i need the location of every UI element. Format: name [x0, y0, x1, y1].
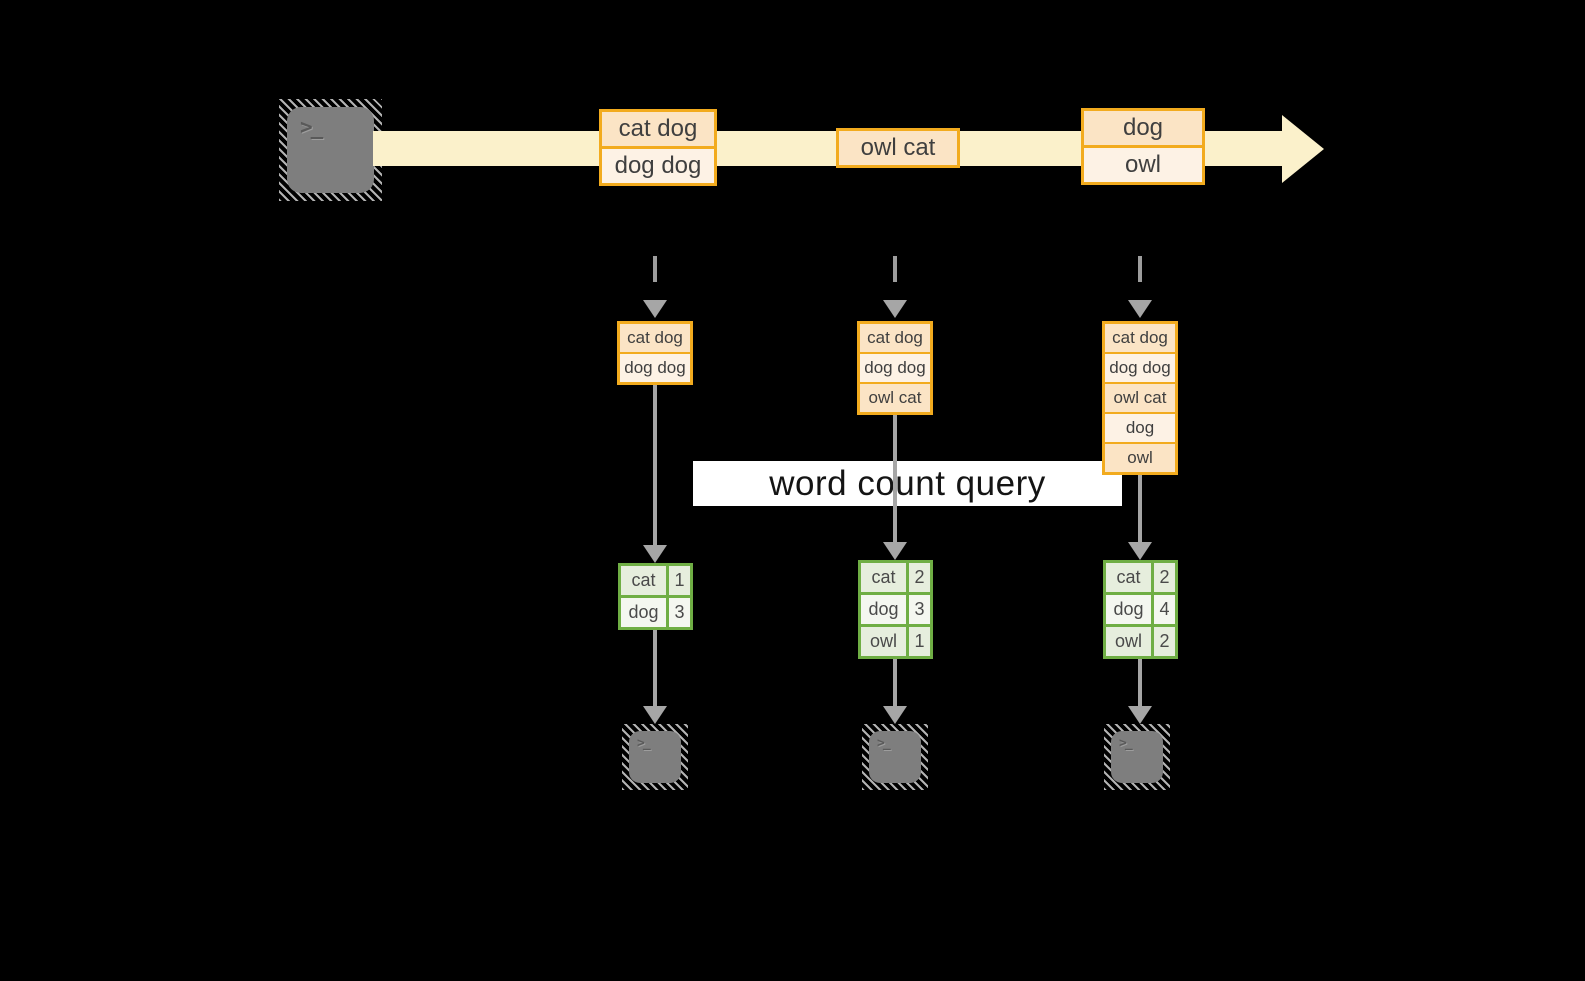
state-row: dog dog [860, 354, 930, 382]
arrowhead-icon [643, 300, 667, 318]
arrow-shaft [1138, 475, 1142, 542]
dashed-arrow [883, 256, 907, 318]
table-cell-count: 3 [669, 598, 690, 627]
state-row: cat dog [1105, 324, 1175, 352]
table-cell-word: owl [1106, 627, 1151, 656]
stream-arrowhead-icon [1282, 115, 1324, 183]
terminal-prompt-glyph: >_ [300, 115, 323, 139]
batch-item: owl [1084, 148, 1202, 182]
table-cell-count: 2 [1154, 563, 1175, 592]
table-cell-word: dog [1106, 595, 1151, 624]
table-cell-word: cat [1106, 563, 1151, 592]
arrowhead-icon [883, 706, 907, 724]
state-box: cat dog dog dog owl cat dog owl [1102, 321, 1178, 475]
state-row: cat dog [620, 324, 690, 352]
state-row: dog dog [1105, 354, 1175, 382]
terminal-screen: >_ [869, 731, 921, 783]
table-cell-word: dog [621, 598, 666, 627]
arrow-shaft [893, 659, 897, 706]
arrowhead-icon [883, 300, 907, 318]
stream-batch: cat dog dog dog [599, 109, 717, 186]
flow-arrow [1128, 475, 1152, 560]
table-cell-count: 3 [909, 595, 930, 624]
arrow-shaft [1138, 256, 1142, 300]
count-table: cat 2 dog 4 owl 2 [1103, 560, 1178, 659]
state-row: owl cat [860, 384, 930, 412]
state-row: owl cat [1105, 384, 1175, 412]
state-row: owl [1105, 444, 1175, 472]
table-cell-count: 2 [909, 563, 930, 592]
flow-arrow [643, 385, 667, 563]
terminal-icon: >_ [622, 724, 688, 790]
table-cell-count: 1 [669, 566, 690, 595]
arrowhead-icon [1128, 706, 1152, 724]
sink-arrow [643, 630, 667, 724]
state-box: cat dog dog dog owl cat [857, 321, 933, 415]
batch-item: owl cat [839, 131, 957, 165]
terminal-screen: >_ [1111, 731, 1163, 783]
batch-item: cat dog [602, 112, 714, 146]
terminal-prompt-glyph: >_ [637, 736, 651, 751]
table-cell-count: 4 [1154, 595, 1175, 624]
arrow-shaft [1138, 659, 1142, 706]
terminal-icon: >_ [1104, 724, 1170, 790]
dashed-arrow [1128, 256, 1152, 318]
arrow-shaft [653, 256, 657, 300]
terminal-screen: >_ [629, 731, 681, 783]
arrowhead-icon [1128, 542, 1152, 560]
arrow-shaft [893, 256, 897, 300]
arrowhead-icon [1128, 300, 1152, 318]
dashed-arrow [643, 256, 667, 318]
table-cell-count: 1 [909, 627, 930, 656]
table-cell-word: cat [861, 563, 906, 592]
arrowhead-icon [643, 545, 667, 563]
count-table: cat 2 dog 3 owl 1 [858, 560, 933, 659]
table-cell-word: cat [621, 566, 666, 595]
state-row: dog dog [620, 354, 690, 382]
batch-item: dog [1084, 111, 1202, 145]
flow-arrow [883, 415, 907, 560]
terminal-prompt-glyph: >_ [1119, 736, 1133, 751]
arrow-shaft [893, 415, 897, 542]
arrowhead-icon [883, 542, 907, 560]
terminal-prompt-glyph: >_ [877, 736, 891, 751]
state-row: cat dog [860, 324, 930, 352]
count-table: cat 1 dog 3 [618, 563, 693, 630]
stream-batch: owl cat [836, 128, 960, 168]
state-box: cat dog dog dog [617, 321, 693, 385]
table-cell-count: 2 [1154, 627, 1175, 656]
arrowhead-icon [643, 706, 667, 724]
sink-arrow [1128, 659, 1152, 724]
arrow-shaft [653, 630, 657, 706]
query-label: word count query [693, 461, 1122, 506]
table-cell-word: dog [861, 595, 906, 624]
terminal-icon: >_ [862, 724, 928, 790]
stream-batch: dog owl [1081, 108, 1205, 185]
batch-item: dog dog [602, 149, 714, 183]
terminal-screen: >_ [287, 107, 374, 193]
sink-arrow [883, 659, 907, 724]
arrow-shaft [653, 385, 657, 545]
state-row: dog [1105, 414, 1175, 442]
terminal-icon: >_ [279, 99, 382, 201]
table-cell-word: owl [861, 627, 906, 656]
